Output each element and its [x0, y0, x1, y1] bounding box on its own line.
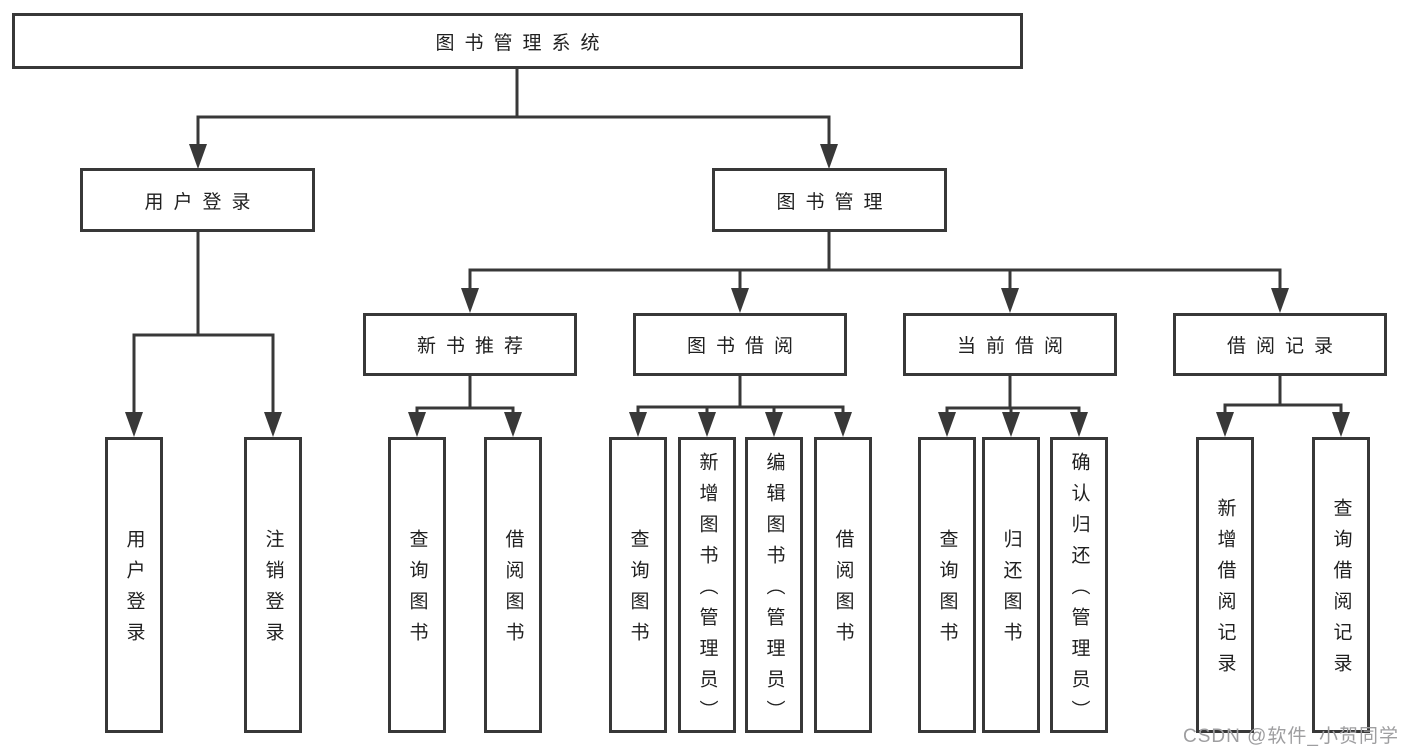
node-label: 当前借阅 [956, 336, 1073, 357]
leaf-label: 借阅图书 [502, 529, 524, 653]
node-label: 新书推荐 [416, 336, 533, 357]
node-current-borrow: 当前借阅 [903, 313, 1117, 376]
leaf-logout: 注销登录 [244, 437, 302, 733]
node-book-borrow: 图书借阅 [633, 313, 847, 376]
leaf-label: 编辑图书（管理员） [763, 451, 785, 731]
node-user-login: 用户登录 [80, 168, 315, 232]
node-new-book-recommend: 新书推荐 [363, 313, 577, 376]
leaf-query-books-current: 查询图书 [918, 437, 976, 733]
leaf-borrow-books: 借阅图书 [814, 437, 872, 733]
leaf-query-borrow-record: 查询借阅记录 [1312, 437, 1370, 733]
leaf-borrow-books-recommend: 借阅图书 [484, 437, 542, 733]
node-library-management-system: 图书管理系统 [12, 13, 1023, 69]
node-label: 用户登录 [144, 191, 261, 213]
node-label: 图书管理 [776, 191, 893, 213]
node-book-management: 图书管理 [712, 168, 947, 232]
leaf-label: 用户登录 [123, 529, 145, 653]
leaf-add-book-admin: 新增图书（管理员） [678, 437, 736, 733]
leaf-query-books-borrow: 查询图书 [609, 437, 667, 733]
leaf-label: 查询图书 [936, 529, 958, 653]
leaf-edit-book-admin: 编辑图书（管理员） [745, 437, 803, 733]
leaf-add-borrow-record: 新增借阅记录 [1196, 437, 1254, 733]
node-label: 借阅记录 [1226, 336, 1343, 357]
leaf-query-books-recommend: 查询图书 [388, 437, 446, 733]
leaf-confirm-return-admin: 确认归还（管理员） [1050, 437, 1108, 733]
leaf-label: 注销登录 [262, 529, 284, 653]
node-borrow-records: 借阅记录 [1173, 313, 1387, 376]
leaf-return-books: 归还图书 [982, 437, 1040, 733]
leaf-label: 新增借阅记录 [1214, 498, 1236, 684]
leaf-label: 查询图书 [406, 529, 428, 653]
leaf-label: 确认归还（管理员） [1068, 451, 1090, 731]
leaf-label: 归还图书 [1000, 529, 1022, 653]
node-label: 图书管理系统 [435, 32, 610, 54]
csdn-watermark: CSDN @软件_小贺同学 [1183, 726, 1399, 747]
leaf-label: 查询借阅记录 [1330, 498, 1352, 684]
node-label: 图书借阅 [686, 336, 803, 357]
leaf-user-login: 用户登录 [105, 437, 163, 733]
leaf-label: 借阅图书 [832, 529, 854, 653]
leaf-label: 查询图书 [627, 529, 649, 653]
leaf-label: 新增图书（管理员） [696, 451, 718, 731]
